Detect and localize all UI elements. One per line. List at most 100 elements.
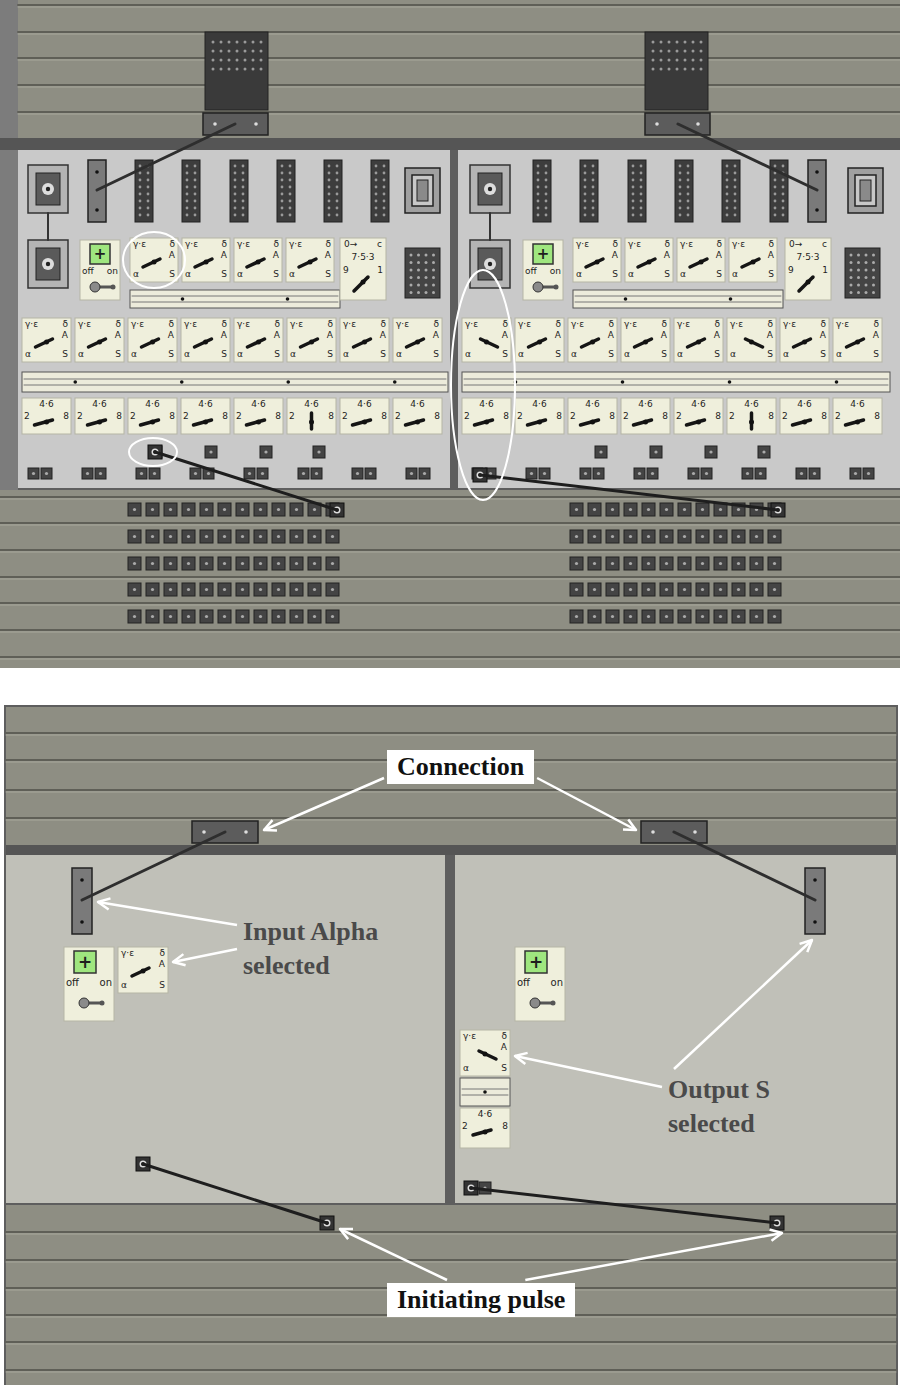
socket-pin: [234, 193, 237, 196]
jack: [624, 530, 637, 543]
switch-dial: [729, 238, 777, 282]
dial-label: 0→ c: [344, 239, 382, 250]
dial-label: 2 8: [782, 411, 827, 422]
jack: [647, 468, 658, 479]
dial-label: A: [661, 250, 670, 261]
socket-pin: [410, 284, 413, 287]
dial-label: 2 8: [24, 411, 69, 422]
socket-pin: [252, 41, 255, 44]
jack-hole: [773, 588, 776, 591]
switch-dial: [182, 238, 230, 282]
dial-label: 2 8: [395, 411, 440, 422]
socket-pin: [734, 186, 737, 189]
switch-dial: [780, 318, 829, 362]
socket-pin: [375, 214, 378, 217]
jack-hole: [133, 615, 136, 618]
switch-dial: [340, 318, 389, 362]
dial-hub: [802, 340, 807, 345]
jack-hole: [701, 615, 704, 618]
slider-mark: [73, 380, 77, 384]
jack: [244, 468, 255, 479]
socket-pin: [228, 68, 231, 71]
jack-hole: [313, 508, 316, 511]
dial-hub: [203, 340, 208, 345]
socket-pin: [336, 214, 339, 217]
jack-hole: [169, 562, 172, 565]
jack-hole: [331, 562, 334, 565]
jack: [236, 610, 249, 623]
cable: [155, 452, 337, 510]
jack: [732, 557, 745, 570]
jack: [660, 610, 673, 623]
slider-mark: [286, 380, 290, 384]
socket-pin: [537, 172, 540, 175]
socket-pin: [425, 291, 428, 294]
socket-pin: [640, 172, 643, 175]
switch-label: off on: [66, 977, 112, 989]
dial-label: 4·6: [344, 399, 385, 410]
dial-pointer: [586, 259, 603, 267]
socket-pin: [234, 200, 237, 203]
arrow-head: [340, 1229, 353, 1239]
jack: [678, 583, 691, 596]
socket-pin: [281, 186, 284, 189]
jack: [182, 583, 195, 596]
jack-hole: [665, 615, 668, 618]
socket-pin: [632, 165, 635, 168]
jack: [588, 583, 601, 596]
socket-pin: [632, 172, 635, 175]
jack: [308, 610, 321, 623]
switch-dial: [393, 318, 442, 362]
socket-pin: [425, 254, 428, 257]
frame: [0, 0, 900, 668]
jack: [688, 468, 699, 479]
socket-pin: [234, 172, 237, 175]
socket-pin: [774, 179, 777, 182]
jack: [406, 468, 417, 479]
switch-sign: +: [525, 951, 547, 973]
number-dial: [780, 398, 829, 434]
slider-mark: [180, 380, 184, 384]
arrow-head: [515, 1053, 528, 1064]
jack: [272, 557, 285, 570]
switch-dial: [462, 318, 511, 362]
socket-hole: [484, 258, 496, 270]
slider-mark: [729, 297, 733, 301]
link-wire: [47, 213, 49, 240]
jack: [642, 503, 655, 516]
dial-pointer: [142, 339, 159, 347]
jack: [218, 583, 231, 596]
dial-label: γ·ε δ: [131, 319, 174, 330]
jack: [732, 610, 745, 623]
program-trunk: [580, 160, 598, 222]
socket-icon: [28, 165, 68, 213]
dial-label: 4·6: [397, 399, 438, 410]
socket-pin: [289, 214, 292, 217]
slider-mark: [835, 380, 839, 384]
jack: [701, 468, 712, 479]
jack-hole: [611, 535, 614, 538]
socket-pin: [592, 193, 595, 196]
dial-label: α S: [732, 269, 774, 280]
tray-edge: [6, 1231, 896, 1233]
jack: [146, 557, 159, 570]
jack-hole: [737, 615, 740, 618]
jack-hole: [205, 508, 208, 511]
socket-pin: [425, 261, 428, 264]
socket-pin: [242, 165, 245, 168]
socket-pin: [640, 207, 643, 210]
socket-pin: [375, 186, 378, 189]
dial-pointer: [529, 339, 546, 347]
arrow-head: [800, 940, 812, 952]
socket-pin: [668, 68, 671, 71]
socket-pin: [668, 59, 671, 62]
jack-hole: [277, 588, 280, 591]
switch-dial: [568, 318, 617, 362]
socket-pin: [687, 165, 690, 168]
socket-pin: [375, 179, 378, 182]
jack: [678, 557, 691, 570]
socket-pin: [850, 254, 853, 257]
socket-pin: [194, 165, 197, 168]
jack: [642, 557, 655, 570]
callout-box: Initiating pulse: [387, 1283, 575, 1317]
